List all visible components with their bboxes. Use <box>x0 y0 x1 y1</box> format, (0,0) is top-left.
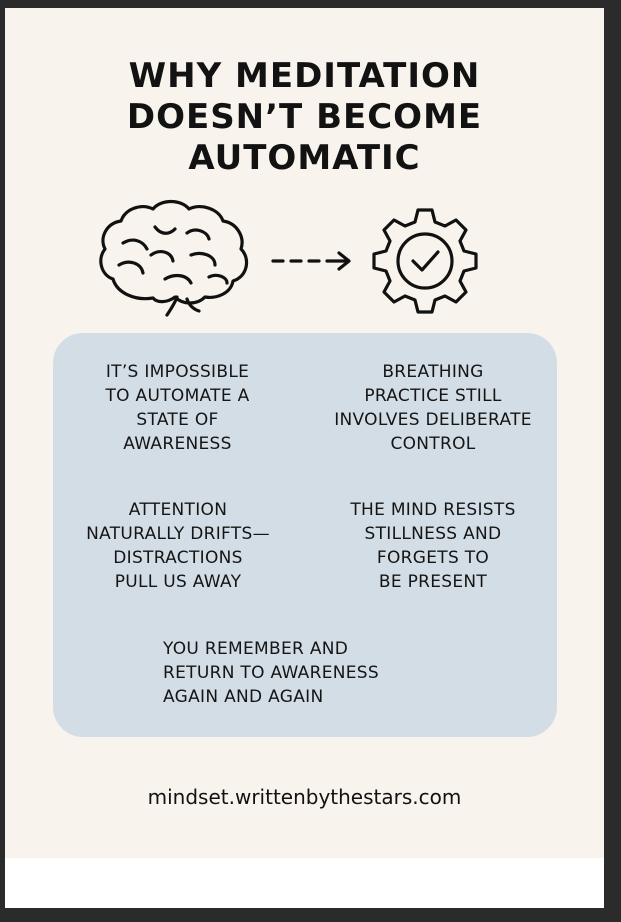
poster-bottom-strip <box>5 858 604 908</box>
point-line: NATURALLY DRIFTS— <box>86 524 270 544</box>
brain-icon <box>99 199 249 317</box>
title-line-2: DOESN’T BECOME <box>126 97 483 137</box>
point-line: AGAIN AND AGAIN <box>163 687 324 707</box>
point-line: YOU REMEMBER AND <box>163 639 349 659</box>
point-line: DISTRACTIONS <box>113 548 243 568</box>
gear-check-icon <box>372 208 478 314</box>
point-line: PULL US AWAY <box>114 572 242 592</box>
point-line: CONTROL <box>390 434 476 454</box>
point-line: STILLNESS AND <box>364 524 502 544</box>
page-title: WHY MEDITATION DOESN’T BECOME AUTOMATIC <box>5 56 604 179</box>
point-line: AWARENESS <box>123 434 232 454</box>
icon-row <box>99 199 478 317</box>
point-line: STATE OF <box>136 410 219 430</box>
point-line: TO AUTOMATE A <box>105 386 250 406</box>
point-line: ATTENTION <box>128 500 228 520</box>
point-line: BREATHING <box>382 362 484 382</box>
point-line: INVOLVES DELIBERATE <box>334 410 532 430</box>
point-line: PRACTICE STILL <box>364 386 502 406</box>
footer-url: mindset.writtenbythestars.com <box>147 785 462 809</box>
point-breathing-control: BREATHING PRACTICE STILL INVOLVES DELIBE… <box>318 360 548 456</box>
point-line: THE MIND RESISTS <box>350 500 516 520</box>
point-mind-resists: THE MIND RESISTS STILLNESS AND FORGETS T… <box>320 498 546 594</box>
title-line-1: WHY MEDITATION <box>128 56 481 96</box>
point-line: RETURN TO AWARENESS <box>163 663 379 683</box>
poster: WHY MEDITATION DOESN’T BECOME AUTOMATIC <box>5 8 604 858</box>
info-panel <box>53 333 557 737</box>
point-line: BE PRESENT <box>378 572 488 592</box>
point-line: IT’S IMPOSSIBLE <box>105 362 250 382</box>
point-return-awareness: YOU REMEMBER AND RETURN TO AWARENESS AGA… <box>163 637 463 709</box>
dashed-arrow-icon <box>271 251 351 271</box>
point-automate-awareness: IT’S IMPOSSIBLE TO AUTOMATE A STATE OF A… <box>70 360 285 456</box>
title-line-3: AUTOMATIC <box>188 138 421 178</box>
point-attention-drifts: ATTENTION NATURALLY DRIFTS— DISTRACTIONS… <box>68 498 288 594</box>
point-line: FORGETS TO <box>376 548 490 568</box>
